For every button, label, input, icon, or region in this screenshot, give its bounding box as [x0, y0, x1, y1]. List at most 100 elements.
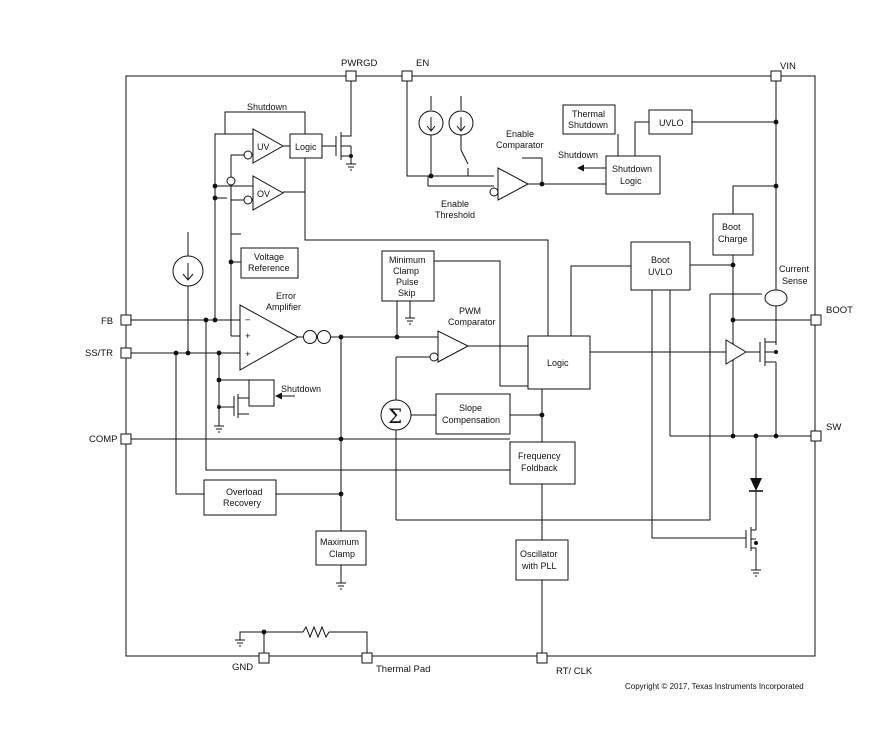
overload-recovery-label-1: Overload	[226, 487, 263, 497]
pin-comp	[120, 433, 132, 445]
frequency-foldback-label-1: Frequency	[518, 451, 561, 461]
boot-uvlo-block	[630, 241, 691, 291]
maximum-clamp-label-1: Maximum	[320, 537, 359, 547]
pin-gnd	[258, 652, 270, 664]
pin-fb-label: FB	[101, 316, 113, 327]
current-source-icon	[172, 255, 204, 287]
shutdown-top-label: Shutdown	[247, 102, 287, 112]
voltage-reference-label-2: Reference	[248, 263, 290, 273]
ground-icon	[405, 317, 415, 325]
shutdown-logic-label-1: Shutdown	[612, 164, 652, 174]
summing-node	[380, 399, 412, 431]
shutdown-logic-label-2: Logic	[620, 176, 642, 186]
frequency-foldback-label-2: Foldback	[521, 463, 558, 473]
pin-pwrgd	[345, 70, 357, 82]
summing-node-label: Σ	[388, 404, 402, 428]
pwm-comparator-label-2: Comparator	[448, 317, 496, 327]
pin-pwrgd-label: PWRGD	[341, 58, 378, 69]
maximum-clamp-block	[315, 530, 367, 566]
pin-ss-tr-label: SS/TR	[85, 348, 113, 359]
slope-compensation-label-2: Compensation	[442, 415, 500, 425]
current-sense-label-2: Sense	[782, 276, 808, 286]
pwm-comparator-label-1: PWM	[459, 306, 481, 316]
thermal-shutdown-label-2: Shutdown	[568, 120, 608, 130]
current-sense-label-1: Current	[779, 264, 810, 274]
minimum-clamp-block	[381, 250, 435, 302]
error-amplifier: − + +	[239, 304, 331, 371]
current-sense-icon	[764, 289, 788, 307]
shutdown-logic-block	[605, 155, 661, 195]
oscillator-label-2: with PLL	[521, 561, 557, 571]
ground-icon	[336, 582, 346, 590]
pin-fb	[120, 314, 132, 326]
pin-vin-label: VIN	[780, 61, 796, 72]
pwrgd-logic-block	[289, 133, 323, 159]
minimum-clamp-label-3: Pulse	[396, 277, 419, 287]
ic-boundary	[125, 75, 816, 657]
pin-sw-label: SW	[826, 422, 841, 433]
pin-thermal-pad-label: Thermal Pad	[376, 664, 430, 675]
boot-charge-label-2: Charge	[718, 234, 748, 244]
enable-current-source-icon	[418, 110, 444, 136]
low-side-mosfet-icon	[745, 527, 761, 577]
pins: PWRGD EN VIN FB SS/TR COMP BOOT SW GND T…	[85, 58, 853, 677]
minimum-clamp-label-4: Skip	[398, 288, 416, 298]
enable-threshold-label-1: Enable	[441, 199, 469, 209]
pwrgd-logic-label: Logic	[295, 142, 317, 152]
pin-sw	[810, 430, 822, 442]
error-amp-plus-1: +	[245, 331, 251, 342]
enable-threshold-label-2: Threshold	[435, 210, 475, 220]
pin-thermal-pad	[361, 652, 373, 664]
slope-compensation-label-1: Slope	[459, 403, 482, 413]
pin-boot	[810, 314, 822, 326]
error-amp-plus-2: +	[245, 349, 251, 360]
voltage-reference-label-1: Voltage	[254, 252, 284, 262]
resistor-icon	[302, 625, 330, 639]
boot-uvlo-label-1: Boot	[651, 255, 670, 265]
pin-ss-tr	[120, 347, 132, 359]
pin-comp-label: COMP	[89, 434, 118, 445]
wiring	[131, 80, 811, 654]
enable-comparator	[489, 167, 530, 201]
main-logic-block	[527, 335, 591, 390]
pin-rt-clk-label: RT/ CLK	[556, 666, 593, 677]
ss-discharge-switch	[214, 379, 295, 433]
pwrgd-mosfet-icon	[335, 128, 356, 171]
error-amp-minus: −	[245, 315, 251, 326]
frequency-foldback-block	[509, 441, 576, 485]
minimum-clamp-label-1: Minimum	[389, 255, 426, 265]
boot-uvlo-label-2: UVLO	[648, 267, 673, 277]
pin-gnd-label: GND	[232, 662, 253, 673]
boot-charge-block	[712, 213, 754, 256]
uvlo-block	[648, 109, 693, 135]
pwm-comparator	[429, 330, 470, 363]
high-side-mosfet-icon	[759, 338, 778, 366]
enable-comparator-label-1: Enable	[506, 129, 534, 139]
uvlo-label: UVLO	[659, 118, 684, 128]
slope-compensation-block	[435, 393, 511, 435]
minimum-clamp-label-2: Clamp	[393, 266, 419, 276]
copyright-text: Copyright © 2017, Texas Instruments Inco…	[625, 682, 804, 691]
pin-boot-label: BOOT	[826, 305, 853, 316]
diode-icon	[749, 478, 763, 492]
ov-label: OV	[257, 189, 270, 199]
ss-shutdown-label: Shutdown	[281, 384, 321, 394]
shutdown-en-label: Shutdown	[558, 150, 598, 160]
ground-icon	[235, 639, 245, 647]
maximum-clamp-label-2: Clamp	[329, 549, 355, 559]
pin-en	[401, 70, 413, 82]
voltage-reference-block	[240, 247, 299, 279]
pin-rt-clk	[536, 652, 548, 664]
uv-comparator: UV	[231, 128, 285, 164]
oscillator-block	[515, 539, 569, 581]
thermal-shutdown-block	[562, 104, 616, 135]
main-logic-label: Logic	[547, 358, 569, 368]
overload-recovery-block	[203, 479, 277, 516]
pin-vin	[770, 70, 782, 82]
enable-comparator-label-2: Comparator	[496, 140, 544, 150]
junction-dots	[173, 119, 779, 635]
oscillator-label-1: Oscillator	[520, 549, 558, 559]
uv-label: UV	[257, 142, 270, 152]
overload-recovery-label-2: Recovery	[223, 498, 262, 508]
